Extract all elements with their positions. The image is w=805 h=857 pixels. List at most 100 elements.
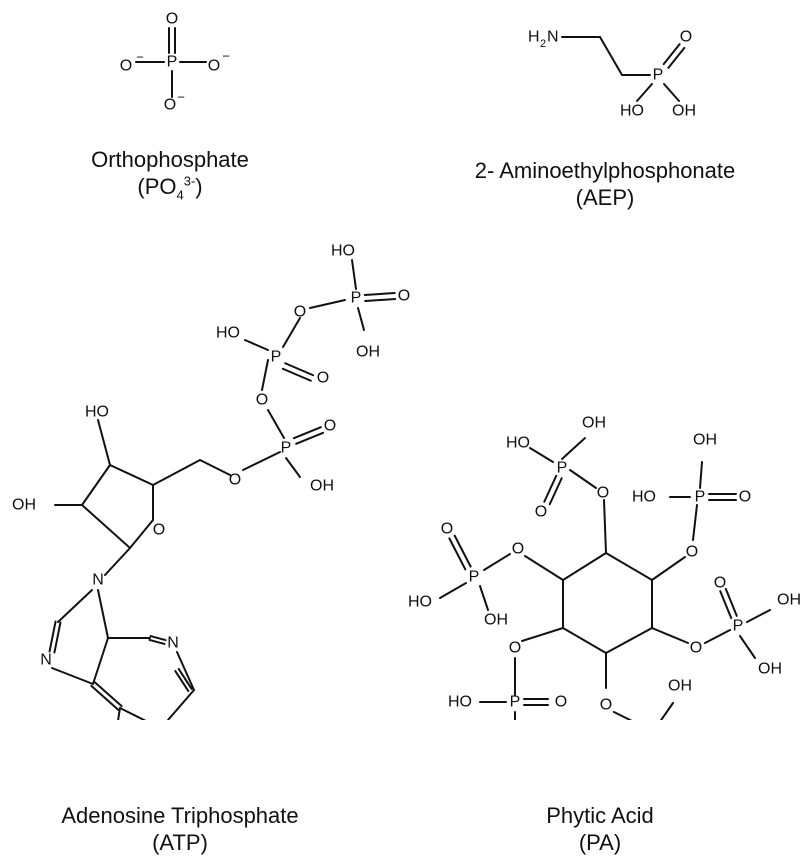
atom-label: O bbox=[166, 11, 178, 28]
double-bond bbox=[149, 635, 167, 642]
atom-label: N bbox=[154, 719, 166, 721]
bond bbox=[129, 519, 154, 549]
atom-label: P bbox=[653, 67, 664, 84]
double-bond bbox=[148, 638, 166, 645]
atom-label: O bbox=[294, 304, 306, 321]
atom-label: HO bbox=[85, 404, 109, 421]
double-bond bbox=[667, 46, 686, 69]
atom-label: OH bbox=[672, 103, 696, 120]
atom-label: O bbox=[739, 489, 751, 506]
bond bbox=[483, 553, 511, 571]
atom-label: OH bbox=[693, 432, 717, 449]
bond bbox=[261, 359, 269, 391]
bond bbox=[479, 585, 489, 611]
double-bond bbox=[93, 681, 123, 708]
atom-label: HO bbox=[408, 594, 432, 611]
double-bond bbox=[281, 367, 312, 382]
bond bbox=[605, 552, 653, 581]
bond bbox=[119, 707, 153, 725]
molecule-name: Adenosine Triphosphate bbox=[61, 803, 299, 828]
molecule-name: Phytic Acid bbox=[546, 803, 654, 828]
bond bbox=[524, 555, 564, 581]
bond bbox=[651, 556, 686, 581]
charge-label: − bbox=[136, 50, 144, 65]
atom-label: O bbox=[208, 58, 220, 75]
bond bbox=[242, 451, 281, 471]
atom-label: O bbox=[680, 29, 692, 46]
atom-label: O bbox=[535, 504, 547, 521]
bond bbox=[92, 637, 109, 685]
bond bbox=[176, 651, 195, 691]
double-bond bbox=[177, 667, 193, 690]
bond bbox=[309, 299, 346, 309]
molecule-abbreviation: (AEP) bbox=[575, 185, 635, 210]
atom-label: P bbox=[167, 54, 178, 71]
atom-label: O bbox=[164, 97, 176, 114]
atom-label: O bbox=[512, 541, 524, 558]
formula-superscript: 3- bbox=[183, 173, 196, 189]
bond bbox=[561, 437, 586, 460]
bond bbox=[603, 499, 607, 554]
double-bond bbox=[174, 670, 190, 693]
bond bbox=[569, 469, 597, 489]
bond bbox=[651, 627, 689, 644]
molecule-name: Orthophosphate bbox=[91, 147, 249, 172]
double-bond bbox=[53, 621, 62, 654]
bond bbox=[104, 547, 131, 576]
bond bbox=[109, 464, 154, 486]
subscript-label: 2 bbox=[540, 38, 546, 50]
bond bbox=[521, 627, 564, 642]
atom-label: O bbox=[317, 370, 329, 387]
bond bbox=[692, 504, 698, 541]
double-bond bbox=[724, 587, 738, 617]
double-bond bbox=[719, 590, 733, 620]
atom-label: P bbox=[557, 460, 568, 477]
molecule-abbreviation: (ATP) bbox=[152, 830, 208, 855]
double-bond bbox=[364, 297, 397, 302]
double-bond bbox=[284, 362, 315, 377]
atom-label: P bbox=[271, 349, 282, 366]
atom-label: O bbox=[555, 694, 567, 711]
bond bbox=[81, 504, 131, 549]
double-bond bbox=[295, 431, 325, 445]
atom-label: O bbox=[324, 418, 336, 435]
atom-label: P bbox=[281, 440, 292, 457]
bond bbox=[704, 629, 731, 644]
atom-label: N bbox=[547, 29, 559, 46]
atom-label: HO bbox=[620, 103, 644, 120]
atom-label: N bbox=[92, 572, 104, 589]
atom-label: P bbox=[510, 694, 521, 711]
atom-label: OH bbox=[484, 612, 508, 629]
caption-pa: Phytic Acid (PA) bbox=[480, 802, 720, 856]
atom-label: P bbox=[351, 290, 362, 307]
atom-label: H bbox=[528, 29, 540, 46]
atom-label: O bbox=[597, 485, 609, 502]
bond bbox=[746, 609, 771, 623]
double-bond bbox=[90, 684, 120, 711]
atom-label: OH bbox=[777, 592, 801, 609]
double-bond bbox=[292, 426, 322, 440]
atom-label: OH bbox=[668, 678, 692, 695]
bond bbox=[152, 459, 201, 486]
atom-label: O bbox=[120, 58, 132, 75]
charge-label: − bbox=[177, 90, 185, 105]
atom-label: P bbox=[469, 569, 480, 586]
atom-label: O bbox=[256, 392, 268, 409]
atom-label: N bbox=[40, 652, 52, 669]
bond bbox=[562, 552, 607, 581]
charge-label: − bbox=[222, 49, 230, 64]
atom-label: O bbox=[686, 544, 698, 561]
molecule-abbreviation: (PO43-) bbox=[137, 173, 203, 203]
bond bbox=[656, 702, 674, 727]
atom-label: OH bbox=[310, 478, 334, 495]
double-bond bbox=[363, 292, 396, 297]
bond bbox=[282, 317, 301, 348]
bond bbox=[636, 83, 653, 102]
bond bbox=[562, 627, 607, 654]
atom-label: OH bbox=[758, 661, 782, 678]
bond bbox=[613, 711, 641, 726]
bond bbox=[663, 83, 680, 102]
bond bbox=[529, 447, 554, 463]
